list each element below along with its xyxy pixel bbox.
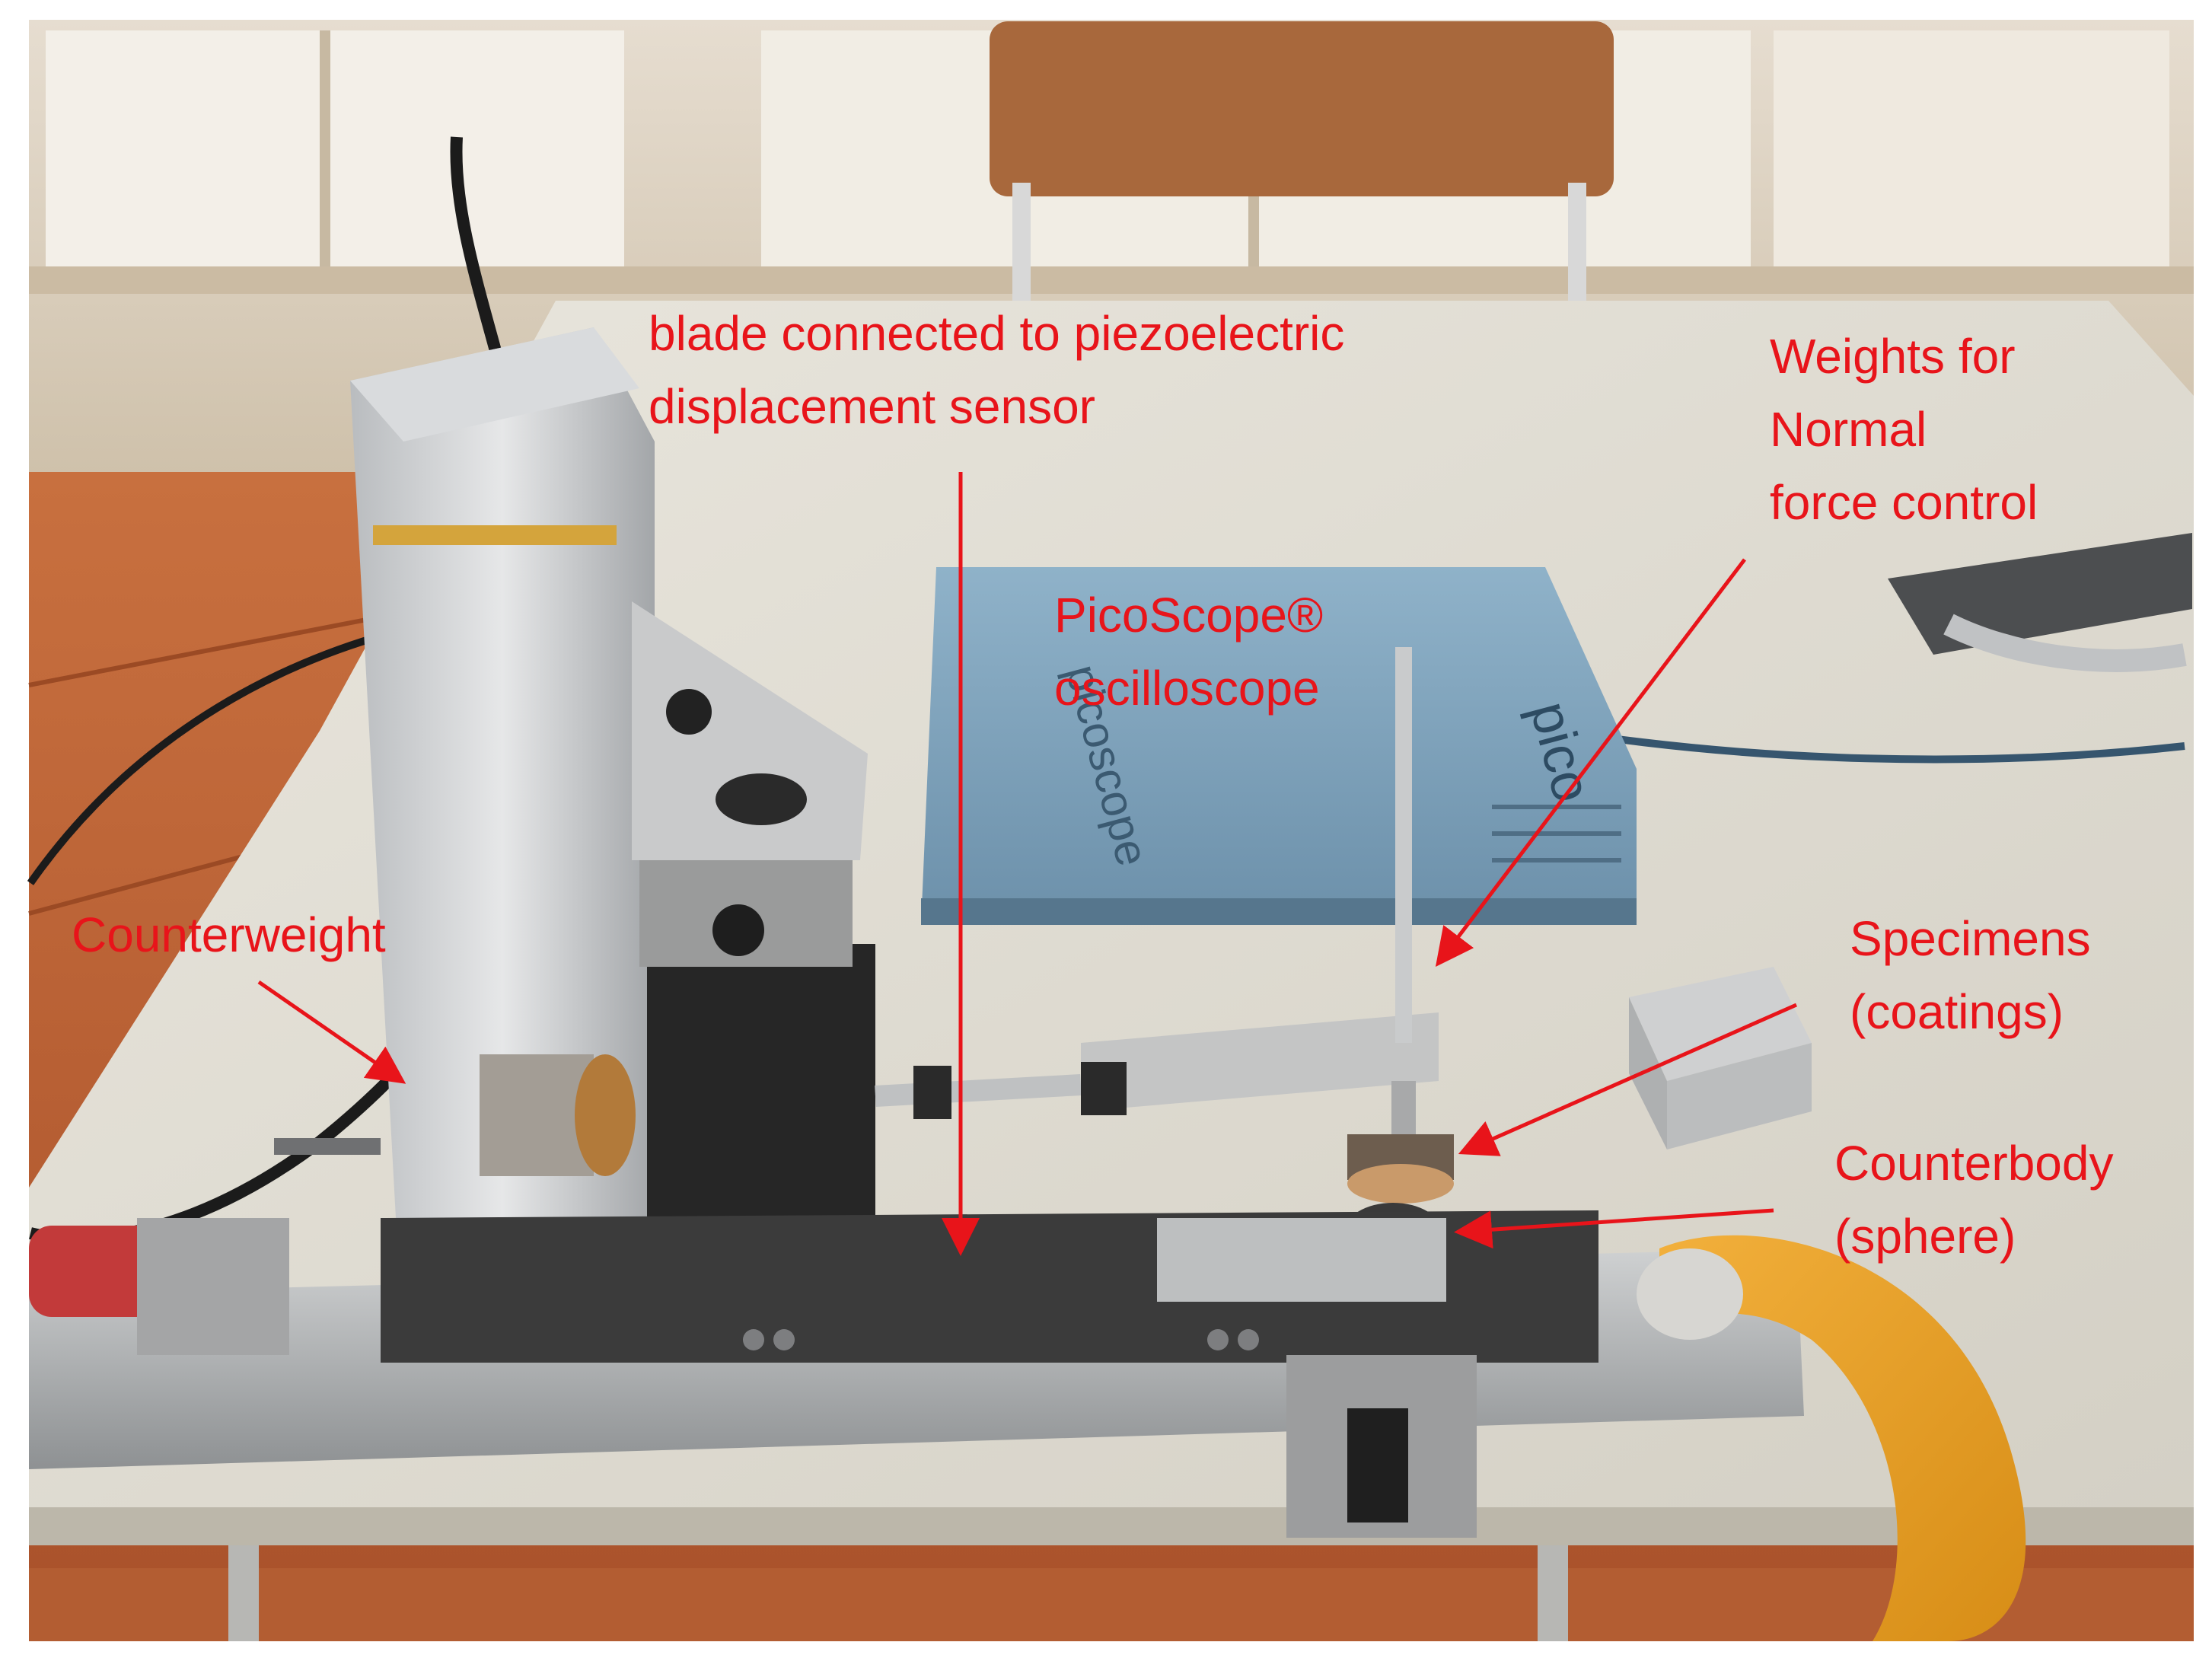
pliers (1888, 533, 2192, 672)
mounting-bracket (632, 601, 868, 860)
aluminum-column (350, 327, 655, 1218)
picoscope-oscilloscope: pico picoscope (921, 567, 1637, 925)
chair (990, 21, 1614, 320)
label-counterbody: Counterbody (sphere) (1834, 1136, 2114, 1264)
annotation-arrows (257, 472, 1798, 1256)
label-picoscope: PicoScope® oscilloscope (1054, 588, 1324, 716)
aluminum-block (1629, 967, 1812, 1149)
arrow-specimens (1458, 1003, 1798, 1156)
label-weights-normal-force: Weights for Normal force control (1770, 329, 2038, 530)
specimen-holder (1347, 1134, 1454, 1204)
c-clamp (1637, 1235, 2026, 1641)
label-specimens: Specimens (coatings) (1850, 911, 2091, 1039)
arrow-counterbody (1454, 1208, 1774, 1249)
end-clamp-block (1286, 1355, 1477, 1538)
arrow-counterweight (257, 980, 406, 1084)
arrow-weights (1435, 558, 1746, 967)
label-counterweight: Counterweight (72, 907, 386, 962)
lever-arm (875, 1012, 1439, 1119)
red-clamp (29, 1218, 289, 1355)
counterweight (274, 1054, 636, 1176)
label-blade-sensor: blade connected to piezoelectric displac… (649, 306, 1345, 434)
weight-rod (1391, 647, 1416, 1134)
